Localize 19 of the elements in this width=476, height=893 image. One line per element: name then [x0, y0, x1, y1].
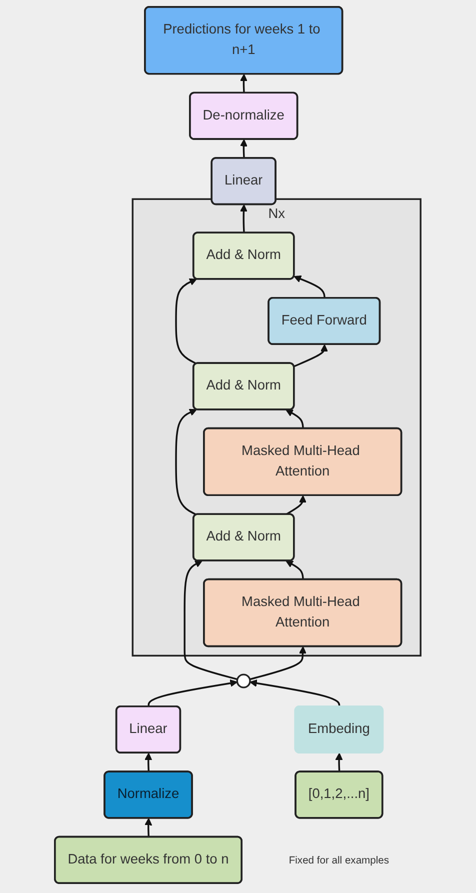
arrow	[240, 139, 248, 158]
arrow	[286, 495, 307, 516]
arrow	[175, 278, 198, 364]
arrow	[294, 275, 326, 298]
arrow	[175, 408, 198, 516]
arrow	[286, 409, 304, 429]
arrow	[336, 752, 344, 772]
arrow	[250, 679, 340, 707]
node-label: Fixed for all examples	[289, 854, 390, 866]
arrow	[250, 646, 307, 680]
arrow	[294, 344, 328, 368]
arrow	[148, 679, 238, 707]
arrow	[144, 752, 152, 772]
arrow	[286, 560, 304, 580]
arrow	[240, 204, 248, 234]
node-circle	[236, 674, 252, 688]
arrow	[144, 818, 152, 838]
arrow	[184, 560, 238, 680]
arrow	[240, 74, 248, 94]
